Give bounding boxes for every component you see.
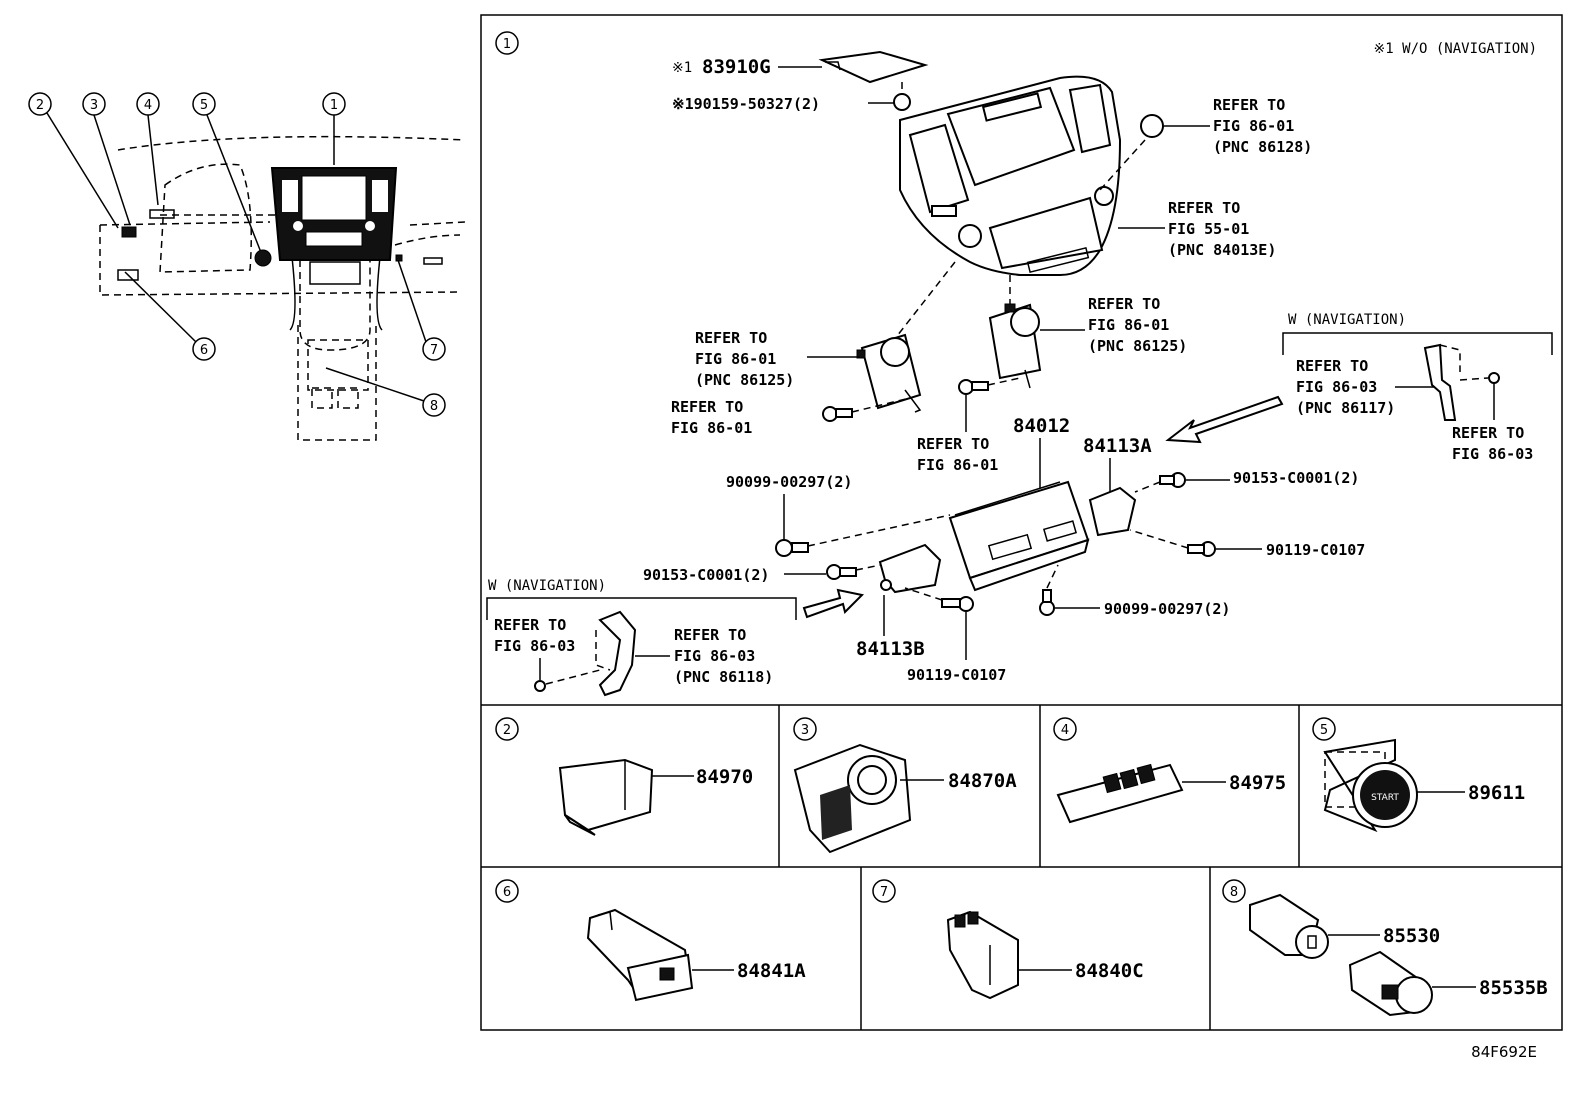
w-navigation-left: W (NAVIGATION)	[488, 578, 606, 594]
main-frame	[480, 14, 1563, 1031]
ref-86128-line3: (PNC 86128)	[1213, 138, 1312, 156]
part-83910g: 83910G	[702, 56, 771, 78]
part-84012: 84012	[1013, 415, 1070, 437]
part-90153-left: 90153-C0001(2)	[643, 566, 769, 584]
ref-8603l-line1: REFER TO	[494, 616, 566, 634]
callout-1: 1	[330, 98, 338, 113]
wo-navigation-note: ※1 W/O (NAVIGATION)	[1374, 41, 1537, 57]
part-84113a: 84113A	[1083, 435, 1152, 457]
ref-86125-right-line2: FIG 86-01	[1088, 316, 1169, 334]
ref-86125-left-line1: REFER TO	[695, 329, 767, 347]
part-84841a: 84841A	[737, 960, 806, 982]
part-84113b: 84113B	[856, 638, 925, 660]
section-3: 3 84870A	[793, 717, 1017, 854]
section-2-number: 2	[503, 723, 511, 738]
ref-8601a-line1: REFER TO	[671, 398, 743, 416]
ref-84013e-line3: (PNC 84013E)	[1168, 241, 1276, 259]
part-85535b: 85535B	[1479, 977, 1548, 999]
ref-84013e-line2: FIG 55-01	[1168, 220, 1249, 238]
section-8: 8 85530 85535B	[1222, 879, 1548, 1017]
section-1-number: 1	[503, 37, 511, 52]
callout-5: 5	[200, 98, 208, 113]
callout-8: 8	[430, 399, 438, 414]
ref-86118-line1: REFER TO	[674, 626, 746, 644]
ref-86125-right-line1: REFER TO	[1088, 295, 1160, 313]
ref-8601b-line1: REFER TO	[917, 435, 989, 453]
part-90159: ※190159-50327(2)	[672, 95, 820, 113]
overview-callouts: 2 3 4 5 1 6 7 8	[28, 92, 446, 417]
ref-84013e-line1: REFER TO	[1168, 199, 1240, 217]
ref-86118-line3: (PNC 86118)	[674, 668, 773, 686]
part-90099-bot: 90099-00297(2)	[1104, 600, 1230, 618]
ref-86118-line2: FIG 86-03	[674, 647, 755, 665]
section-8-number: 8	[1230, 885, 1238, 900]
ref-8603r-line2: FIG 86-03	[1452, 445, 1533, 463]
ref-86128-line2: FIG 86-01	[1213, 117, 1294, 135]
section-5-number: 5	[1320, 723, 1328, 738]
w-navigation-right: W (NAVIGATION)	[1288, 312, 1406, 328]
ref-8601b-line2: FIG 86-01	[917, 456, 998, 474]
ref-86117-line1: REFER TO	[1296, 357, 1368, 375]
callout-4: 4	[144, 98, 152, 113]
part-90099-top: 90099-00297(2)	[726, 473, 852, 491]
part-85530: 85530	[1383, 925, 1440, 947]
ref-8601a-line2: FIG 86-01	[671, 419, 752, 437]
section-1: 1 ※1 W/O (NAVIGATION) ※1 83910G ※190159-…	[486, 31, 1553, 697]
ref-8603l-line2: FIG 86-03	[494, 637, 575, 655]
callout-7: 7	[430, 343, 438, 358]
ref-86117-line3: (PNC 86117)	[1296, 399, 1395, 417]
section-5: 5 START 89611	[1312, 717, 1525, 833]
callout-3: 3	[90, 98, 98, 113]
ref-86128-line1: REFER TO	[1213, 96, 1285, 114]
callout-6: 6	[200, 343, 208, 358]
part-84970-drawing	[558, 758, 654, 832]
part-84970: 84970	[696, 766, 753, 788]
section-4: 4 84975	[1053, 717, 1286, 824]
section-6-number: 6	[503, 885, 511, 900]
part-90119-right: 90119-C0107	[1266, 541, 1365, 559]
section-4-number: 4	[1061, 723, 1069, 738]
part-84870a: 84870A	[948, 770, 1017, 792]
part-84975: 84975	[1229, 772, 1286, 794]
section-6: 6 84841A	[495, 879, 806, 1002]
ref-8603r-line1: REFER TO	[1452, 424, 1524, 442]
ref-86117-line2: FIG 86-03	[1296, 378, 1377, 396]
svg-text:START: START	[1371, 793, 1399, 803]
ref-86125-left-line2: FIG 86-01	[695, 350, 776, 368]
dashboard-overview: 2 3 4 5 1 6 7 8	[28, 92, 466, 441]
figure-code: 84F692E	[1471, 1043, 1537, 1061]
part-90119-bot: 90119-C0107	[907, 666, 1006, 684]
part-84840c: 84840C	[1075, 960, 1144, 982]
note-marker: ※1	[672, 60, 692, 76]
section-3-number: 3	[801, 723, 809, 738]
callout-2: 2	[36, 98, 44, 113]
section-2: 2 84970	[495, 717, 753, 836]
part-90153-right: 90153-C0001(2)	[1233, 469, 1359, 487]
part-89611: 89611	[1468, 782, 1525, 804]
part-84870a-drawing	[793, 743, 912, 854]
ref-86125-left-line3: (PNC 86125)	[695, 371, 794, 389]
section-7: 7 84840C	[872, 879, 1144, 1000]
ref-86125-right-line3: (PNC 86125)	[1088, 337, 1187, 355]
section-7-number: 7	[880, 885, 888, 900]
